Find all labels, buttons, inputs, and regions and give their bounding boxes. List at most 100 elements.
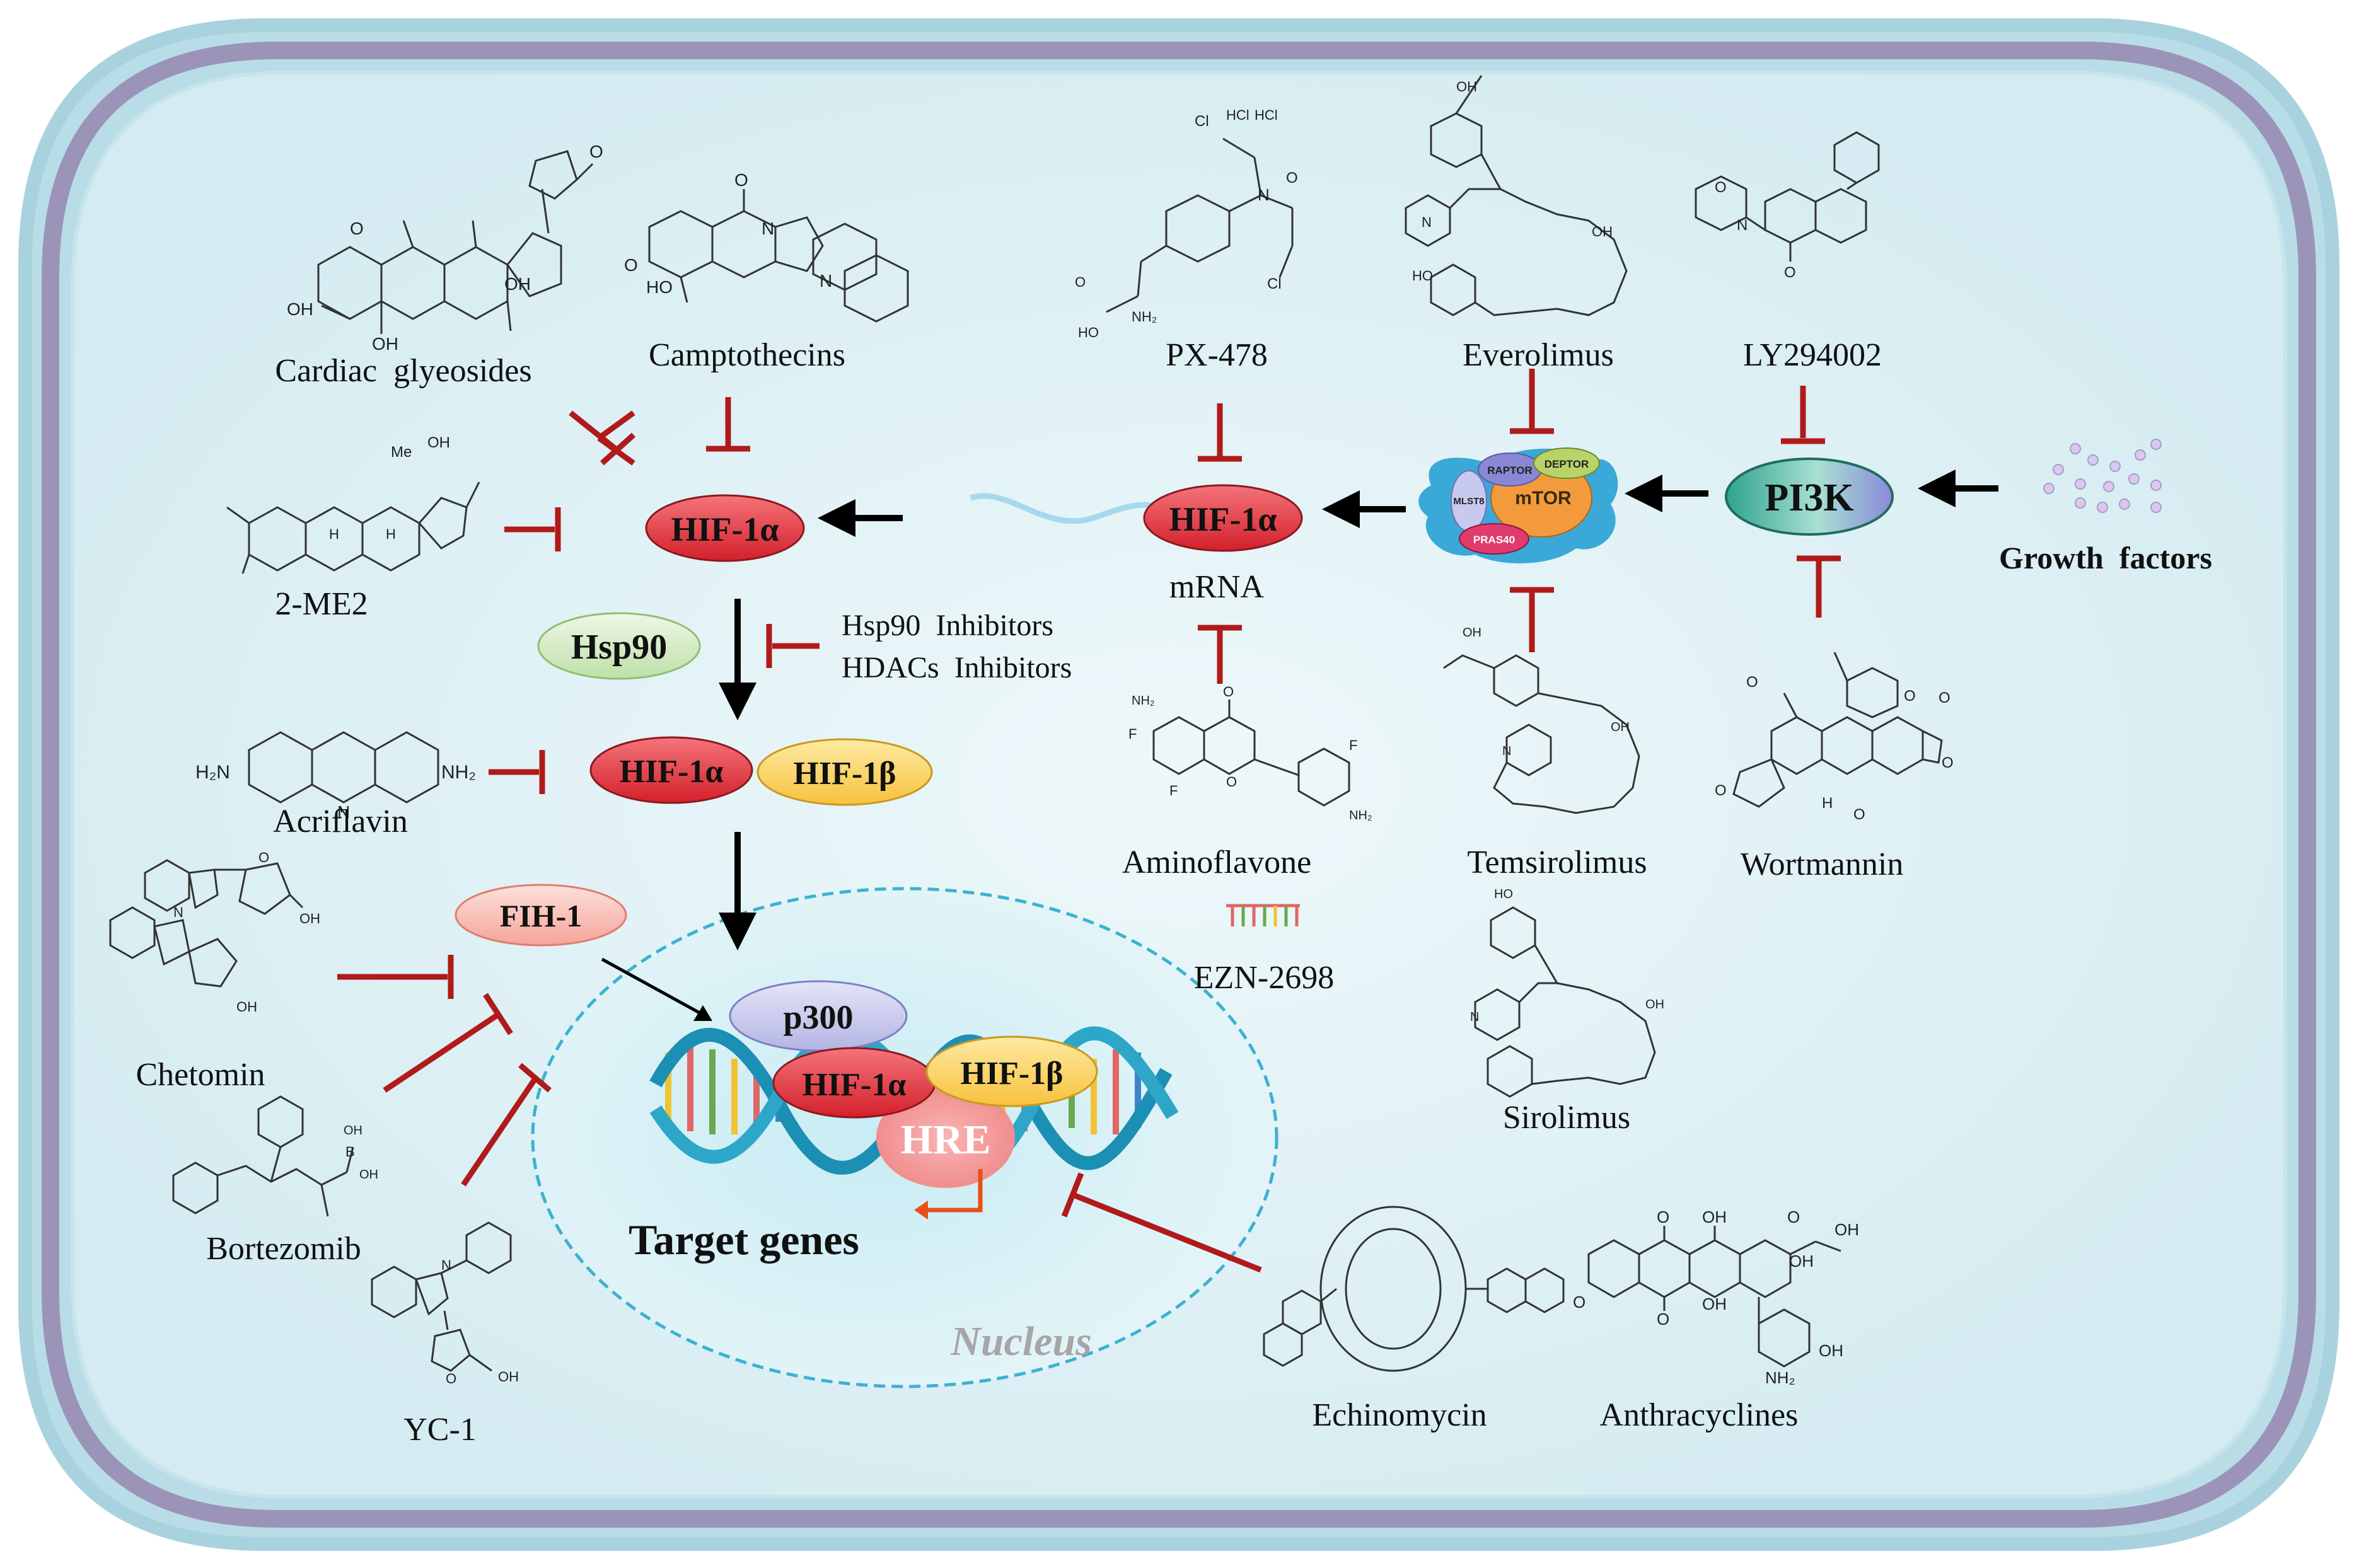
label-chetomin: Chetomin bbox=[136, 1057, 265, 1093]
hif1a-mrna-node: HIF-1α mRNA bbox=[970, 484, 1303, 605]
yc-o: O bbox=[446, 1371, 456, 1386]
af-f2: F bbox=[1169, 783, 1178, 798]
px-hcl2: HCl bbox=[1255, 107, 1278, 123]
bz-oh1: OH bbox=[344, 1124, 362, 1138]
camptothecins-structure bbox=[648, 189, 909, 323]
an-o1: O bbox=[1657, 1208, 1669, 1226]
hsp90-inhibitors-label: Hsp90 Inhibitors bbox=[842, 609, 1053, 642]
pi3k-node: PI3K bbox=[1725, 458, 1894, 536]
cpt-o2: O bbox=[624, 255, 638, 275]
ch-n1: N bbox=[173, 904, 183, 920]
wm-o1: O bbox=[1715, 782, 1727, 799]
hif1a-mrna-label: HIF-1α bbox=[1169, 500, 1277, 538]
deptor-node bbox=[1533, 447, 1600, 479]
ch-oh1: OH bbox=[299, 911, 320, 926]
hif1b-dna-label: HIF-1β bbox=[960, 1056, 1063, 1092]
ly-o1: O bbox=[1715, 179, 1727, 196]
everolimus-structure bbox=[1405, 75, 1628, 316]
label-aminoflavone: Aminoflavone bbox=[1122, 845, 1311, 880]
wm-o2: O bbox=[1853, 806, 1865, 823]
pras40-node bbox=[1459, 523, 1529, 555]
hif1b-dna-node bbox=[925, 1035, 1098, 1107]
af-o1: O bbox=[1223, 684, 1234, 700]
hsp90-node: Hsp90 bbox=[537, 612, 701, 680]
label-wortmannin: Wortmannin bbox=[1741, 846, 1904, 882]
p300-node bbox=[729, 980, 908, 1052]
af-f1: F bbox=[1128, 726, 1137, 742]
ev-ho: HO bbox=[1412, 268, 1433, 284]
label-echinomycin: Echinomycin bbox=[1312, 1397, 1487, 1433]
p300-label: p300 bbox=[783, 998, 853, 1036]
yc1-structure bbox=[371, 1221, 512, 1372]
wm-h: H bbox=[1822, 795, 1833, 812]
target-genes-label: Target genes bbox=[629, 1216, 859, 1264]
an-oh5: OH bbox=[1819, 1341, 1843, 1360]
wm-o6: O bbox=[1746, 674, 1758, 691]
yc-n: N bbox=[441, 1257, 451, 1273]
wm-o3: O bbox=[1942, 754, 1954, 771]
hif1a-dimer-node bbox=[589, 736, 753, 804]
label-cardiac-glycosides: Cardiac glyeosides bbox=[275, 353, 531, 389]
raptor-label: RAPTOR bbox=[1487, 464, 1532, 476]
bz-b: B bbox=[345, 1144, 355, 1160]
mtor-label: mTOR bbox=[1515, 488, 1572, 509]
label-px478: PX-478 bbox=[1166, 337, 1268, 373]
an-oh2: OH bbox=[1834, 1220, 1859, 1239]
pi3k-label: PI3K bbox=[1765, 476, 1853, 519]
label-acriflavin: Acriflavin bbox=[273, 804, 408, 839]
mlst8-label: MLST8 bbox=[1453, 496, 1484, 507]
tm-n: N bbox=[1502, 744, 1511, 758]
an-o2: O bbox=[1787, 1208, 1800, 1226]
ch-o: O bbox=[258, 850, 269, 865]
ly-n: N bbox=[1737, 217, 1748, 234]
echinomycin-structure bbox=[1263, 1206, 1565, 1372]
hif1a-dimer-label: HIF-1α bbox=[620, 754, 724, 790]
label-everolimus: Everolimus bbox=[1463, 337, 1614, 373]
nucleus-label: Nucleus bbox=[950, 1318, 1092, 1364]
hif-dimer: HIF-1β HIF-1α bbox=[589, 736, 933, 806]
label-yc1: YC-1 bbox=[403, 1412, 477, 1448]
ev-oh1: OH bbox=[1456, 79, 1477, 95]
an-oh4: OH bbox=[1702, 1294, 1727, 1313]
me2-h1: H bbox=[329, 526, 339, 542]
mrna-label: mRNA bbox=[1169, 569, 1265, 605]
cg-oh1: OH bbox=[287, 299, 313, 319]
cg-o2: O bbox=[589, 142, 603, 161]
px478-structure bbox=[1106, 137, 1294, 313]
cg-o: O bbox=[350, 219, 364, 238]
growth-factors: Growth factors bbox=[1999, 439, 2212, 575]
acr-nh2: NH₂ bbox=[441, 762, 476, 783]
px-cl2: Cl bbox=[1267, 275, 1282, 292]
wm-o5: O bbox=[1904, 688, 1916, 705]
hif1a-top-node: HIF-1α bbox=[645, 494, 805, 562]
an-nh2: NH₂ bbox=[1765, 1368, 1795, 1387]
cpt-ho: HO bbox=[646, 277, 673, 297]
yc-oh: OH bbox=[498, 1369, 519, 1385]
wm-o4: O bbox=[1939, 689, 1950, 706]
label-camptothecins: Camptothecins bbox=[649, 337, 845, 373]
mtor-complex: mTOR RAPTOR MLST8 DEPTOR PRAS40 bbox=[1418, 447, 1618, 563]
cpt-o1: O bbox=[734, 170, 748, 190]
px-o: O bbox=[1286, 170, 1298, 187]
anthracyclines-structure bbox=[1587, 1226, 1841, 1368]
px-nh2: NH₂ bbox=[1132, 309, 1157, 325]
cg-oh3: OH bbox=[504, 274, 531, 294]
cpt-n1: N bbox=[762, 219, 774, 238]
transcription-arrow bbox=[927, 1169, 983, 1213]
ev-n: N bbox=[1422, 214, 1432, 230]
an-oh1: OH bbox=[1702, 1208, 1727, 1226]
label-ezn2698: EZN-2698 bbox=[1194, 960, 1334, 996]
pras40-label: PRAS40 bbox=[1473, 534, 1515, 546]
hdacs-inhibitors-label: HDACs Inhibitors bbox=[842, 651, 1072, 684]
deptor-label: DEPTOR bbox=[1545, 458, 1589, 470]
ly-o2: O bbox=[1784, 264, 1796, 281]
ly294002-structure bbox=[1695, 131, 1880, 262]
an-o3: O bbox=[1657, 1310, 1669, 1329]
label-temsirolimus: Temsirolimus bbox=[1467, 845, 1647, 880]
hif1a-dna-label: HIF-1α bbox=[803, 1067, 907, 1103]
label-ly294002: LY294002 bbox=[1743, 337, 1882, 373]
hif1b-dimer-label: HIF-1β bbox=[793, 756, 896, 792]
bortezomib-structure bbox=[172, 1095, 354, 1217]
af-o2: O bbox=[1226, 774, 1237, 790]
